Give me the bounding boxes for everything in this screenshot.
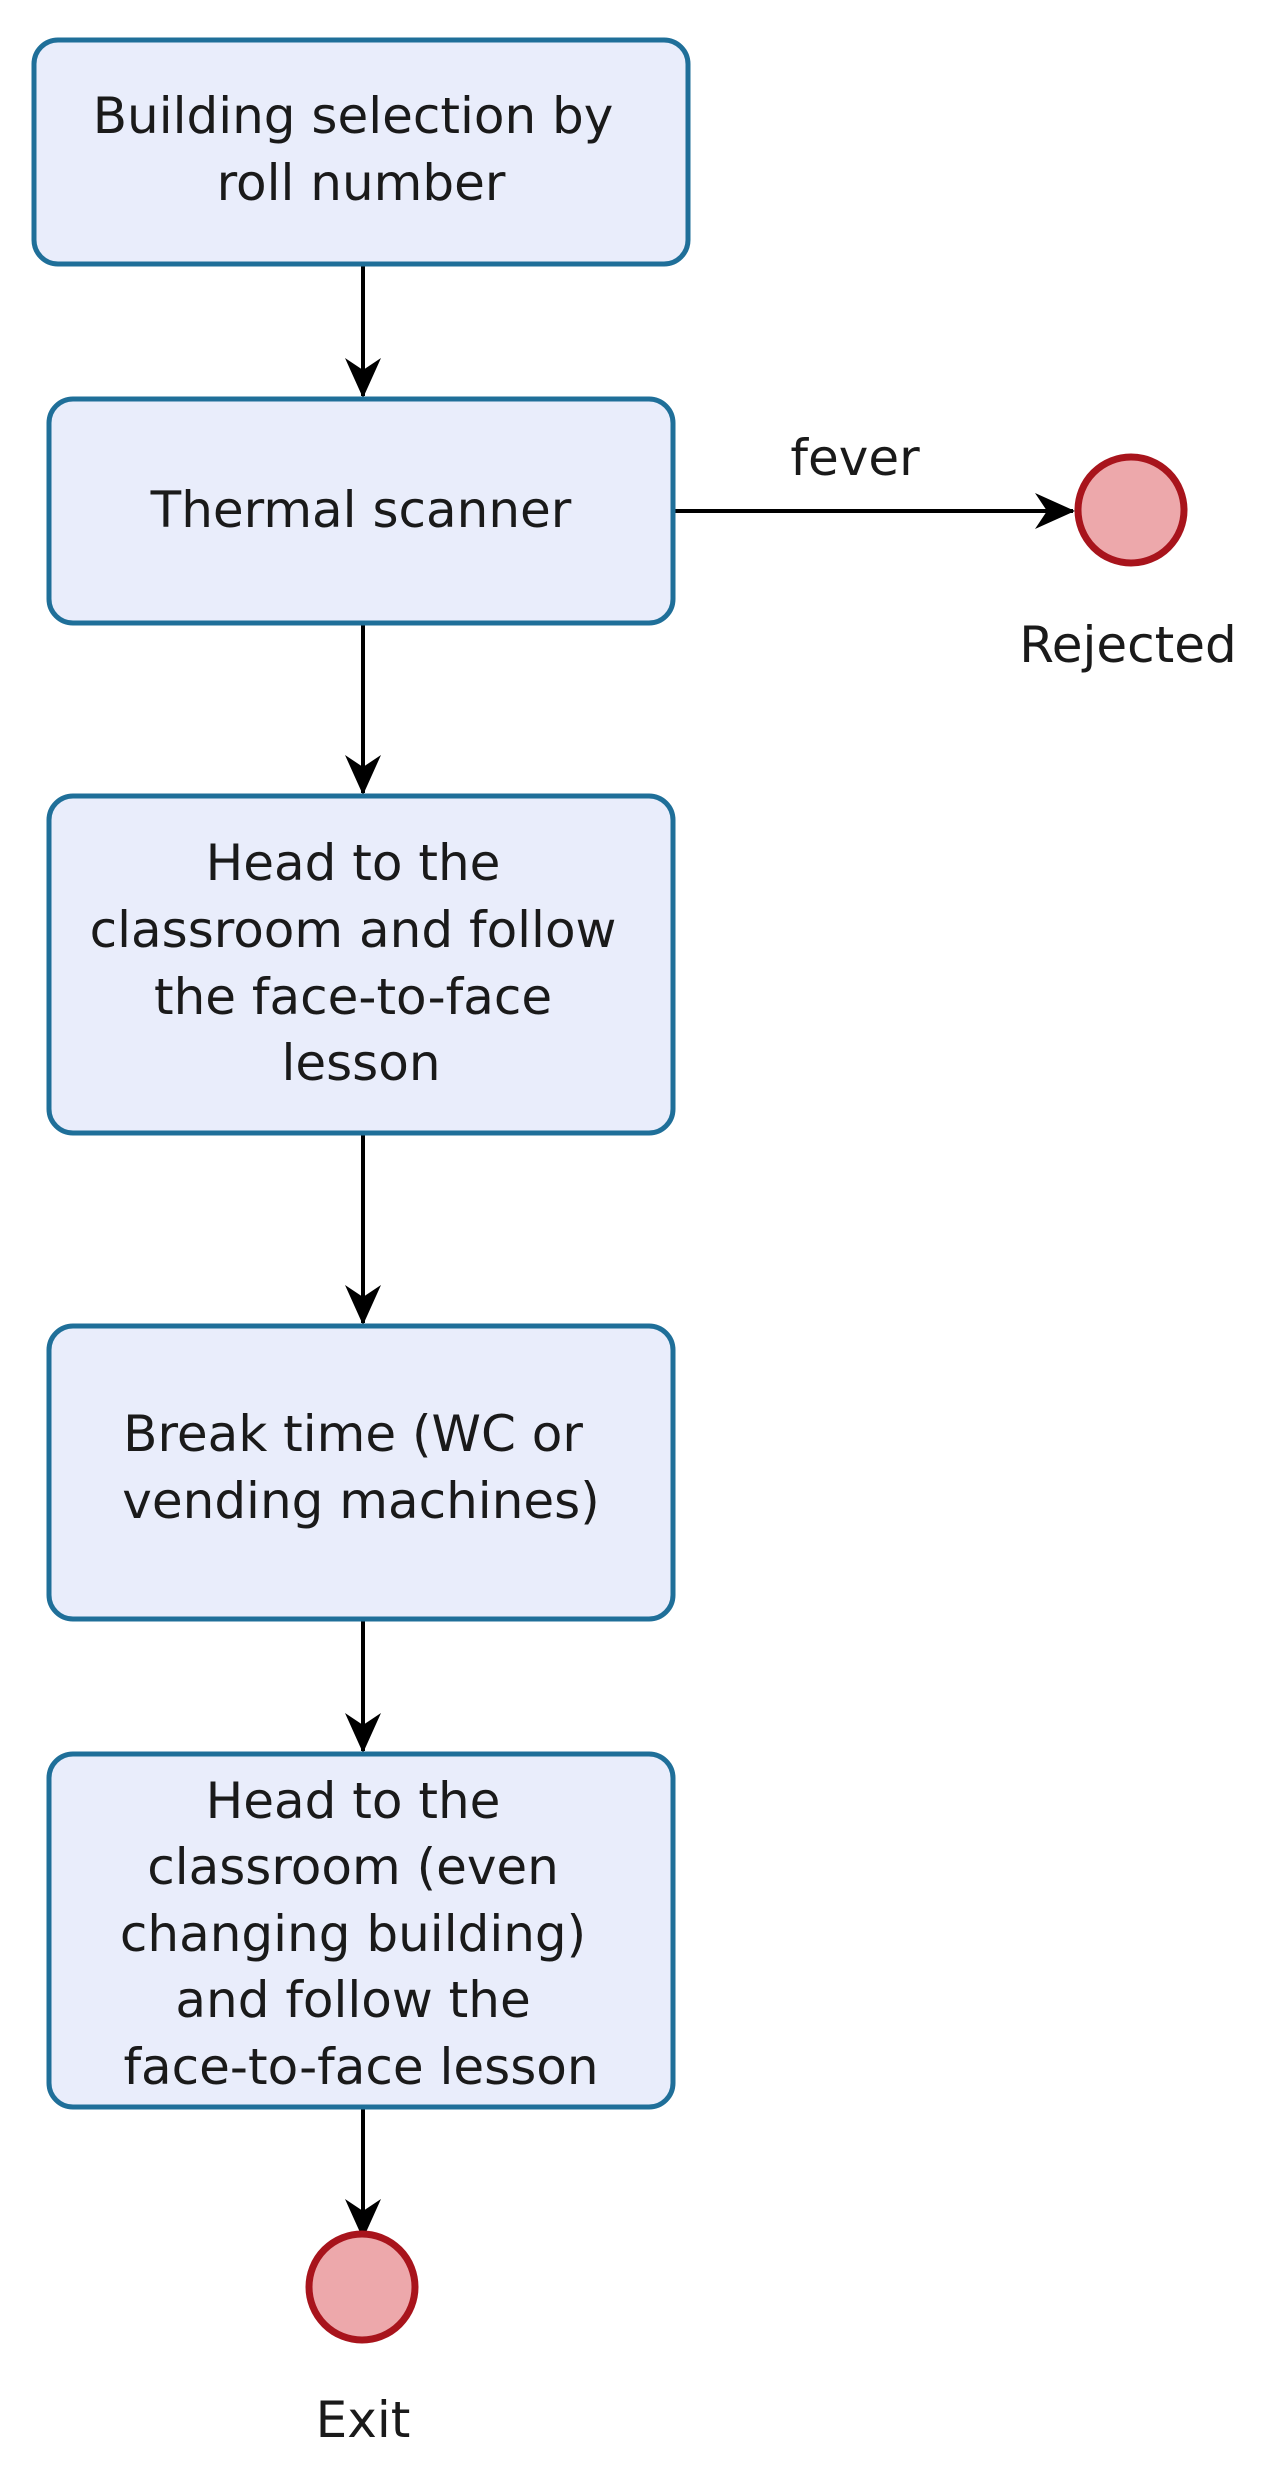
svg-text:Head to the classroom (e: Head to the classroom (even changing bui… bbox=[120, 1772, 602, 2096]
node-text-line: face-to-face lesson bbox=[123, 2038, 598, 2096]
node-text-line: Building selection by bbox=[93, 87, 614, 145]
process-box bbox=[46, 1751, 676, 2110]
node-text-line: changing building) bbox=[120, 1905, 586, 1963]
node-text-line: the face-to-face bbox=[154, 968, 552, 1026]
node-text-line: Head to the bbox=[206, 1772, 501, 1830]
end-circle bbox=[305, 2230, 419, 2344]
node-text-line: Break time (WC or bbox=[123, 1405, 583, 1463]
process-node-classroom-lesson: Head to the classroom and follow the fac… bbox=[46, 793, 676, 1136]
process-node-building-selection: Building selection by roll number bbox=[31, 37, 691, 267]
node-text-line: and follow the bbox=[175, 1971, 530, 2029]
process-box bbox=[46, 1323, 676, 1622]
node-text-line: lesson bbox=[281, 1034, 440, 1092]
process-node-thermal-scanner: Thermal scanner bbox=[46, 396, 676, 626]
node-text-line: roll number bbox=[217, 154, 506, 212]
node-text-line: classroom and follow bbox=[90, 901, 617, 959]
node-text-line: classroom (even bbox=[147, 1838, 559, 1896]
end-node-rejected: Rejected bbox=[1019, 453, 1237, 674]
end-circle bbox=[1074, 453, 1188, 567]
edge-label-fever: fever bbox=[790, 429, 920, 487]
node-text-line: vending machines) bbox=[122, 1472, 599, 1530]
end-label-exit: Exit bbox=[316, 2391, 411, 2449]
svg-text:Building selection by ro: Building selection by roll number bbox=[93, 87, 630, 212]
svg-text:Thermal scanner: Thermal scanner bbox=[150, 481, 572, 539]
svg-text:Head to the classroom an: Head to the classroom and follow the fac… bbox=[90, 834, 633, 1092]
edges: fever bbox=[345, 266, 1075, 2239]
end-node-exit: Exit bbox=[305, 2230, 419, 2449]
end-label-rejected: Rejected bbox=[1019, 616, 1237, 674]
node-text-line: Thermal scanner bbox=[150, 481, 572, 539]
node-text-line: Head to the bbox=[206, 834, 501, 892]
process-box bbox=[31, 37, 691, 267]
svg-text:Break time (WC or vendin: Break time (WC or vending machines) bbox=[122, 1405, 599, 1530]
process-box bbox=[46, 396, 676, 626]
process-box bbox=[46, 793, 676, 1136]
process-node-break-time: Break time (WC or vending machines) bbox=[46, 1323, 676, 1622]
process-node-classroom-change: Head to the classroom (even changing bui… bbox=[46, 1751, 676, 2110]
